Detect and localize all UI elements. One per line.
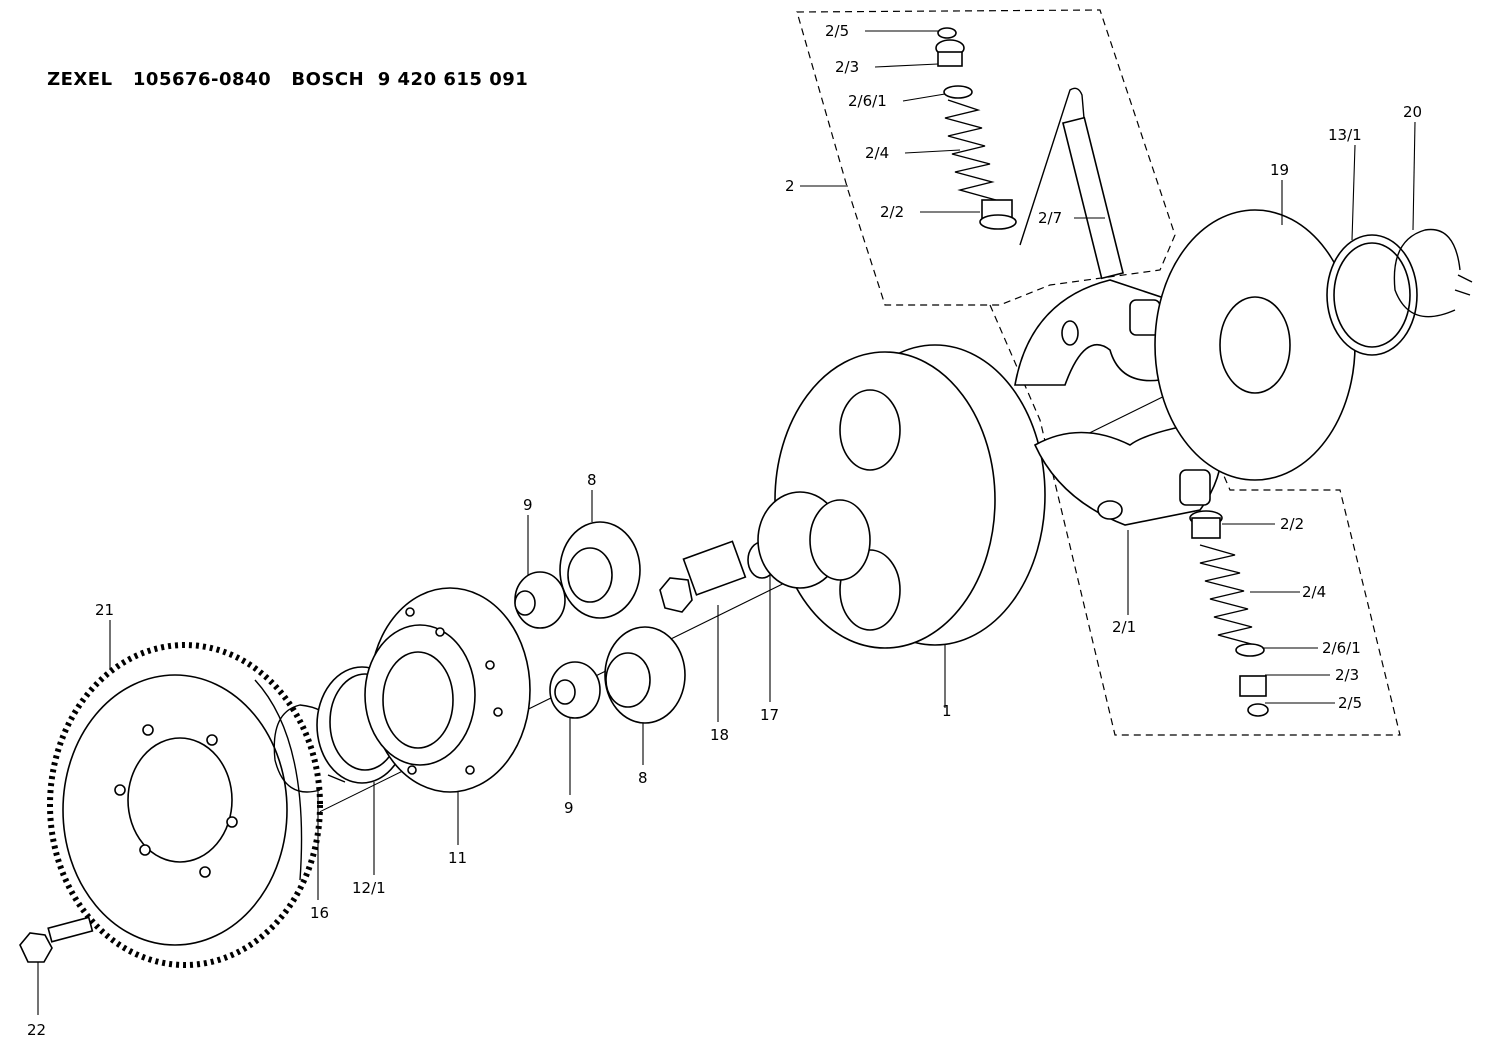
leader-lines (37, 30, 1416, 1015)
callout-2-4-upper: 2/4 (865, 144, 889, 162)
bosch-part-number: 9 420 615 091 (377, 69, 529, 90)
callout-8-lower: 8 (638, 769, 648, 787)
flyweight-lower (1033, 419, 1224, 526)
callout-2: 2 (785, 177, 795, 195)
spacer-8-upper (559, 521, 641, 619)
callout-2-7: 2/7 (1038, 209, 1062, 227)
callout-22: 22 (27, 1021, 46, 1039)
callout-21: 21 (95, 601, 114, 619)
callout-16: 16 (310, 904, 329, 922)
group-2-lower-outline (989, 304, 1401, 736)
upper-spring-assembly (935, 27, 1124, 280)
timing-gear-21 (47, 642, 323, 968)
callout-19: 19 (1270, 161, 1289, 179)
callout-2-3-lower: 2/3 (1335, 666, 1359, 684)
callout-13-1: 13/1 (1328, 126, 1362, 144)
bolt-18 (659, 540, 747, 613)
callout-11: 11 (448, 849, 467, 867)
cover-disc-19 (1154, 209, 1356, 481)
zexel-part-number: 105676-0840 (132, 69, 272, 90)
brand-zexel: ZEXEL (47, 69, 113, 90)
part-number-header: ZEXEL 105676-0840 BOSCH 9 420 615 091 (20, 48, 528, 111)
callout-17: 17 (760, 706, 779, 724)
callout-12-1: 12/1 (352, 879, 386, 897)
brand-bosch: BOSCH (291, 69, 365, 90)
spacer-9-upper (514, 571, 566, 629)
callout-1: 1 (942, 702, 952, 720)
callout-9-upper: 9 (523, 496, 533, 514)
callout-20: 20 (1403, 103, 1422, 121)
callout-2-4-lower: 2/4 (1302, 583, 1326, 601)
flange-hub-11 (364, 587, 531, 793)
callout-2-2-upper: 2/2 (880, 203, 904, 221)
spacer-9-lower (549, 661, 601, 719)
callout-2-5-lower: 2/5 (1338, 694, 1362, 712)
group-2-upper-outline (796, 9, 1176, 306)
bolt-22 (19, 916, 94, 963)
lower-spring-assembly (1189, 510, 1269, 717)
callout-8-upper: 8 (587, 471, 597, 489)
callout-2-6-1-lower: 2/6/1 (1322, 639, 1361, 657)
callout-2-3-upper: 2/3 (835, 58, 859, 76)
spacer-8-lower (604, 626, 686, 724)
callout-2-5-upper: 2/5 (825, 22, 849, 40)
callout-18: 18 (710, 726, 729, 744)
circlip-20 (1393, 228, 1473, 318)
callout-2-1: 2/1 (1112, 618, 1136, 636)
ring-13-1 (1326, 234, 1418, 356)
callout-2-2-lower: 2/2 (1280, 515, 1304, 533)
callout-2-6-1-upper: 2/6/1 (848, 92, 887, 110)
callout-9-lower: 9 (564, 799, 574, 817)
timer-housing-1 (757, 344, 1046, 649)
